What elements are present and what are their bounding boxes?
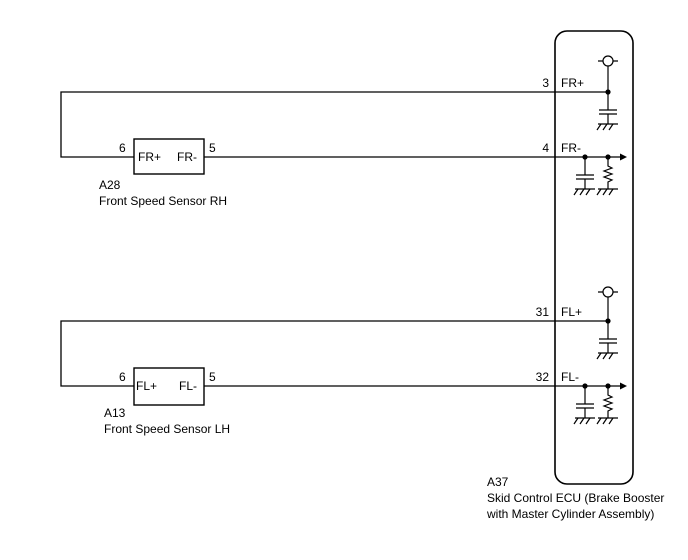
ecu-filter-fr-minus — [573, 154, 618, 196]
sensor-rh-name: Front Speed Sensor RH — [99, 194, 227, 208]
ecu-filter-fl-minus — [573, 383, 618, 425]
sensor-lh-term-left: FL+ — [136, 379, 157, 393]
sensor-rh-pin-right: 5 — [209, 141, 216, 155]
sensor-rh-term-left: FR+ — [138, 150, 161, 164]
sensor-lh-name: Front Speed Sensor LH — [104, 422, 230, 436]
sensor-lh-term-right: FL- — [179, 379, 197, 393]
ecu-pin-num: 31 — [536, 305, 550, 319]
sensor-lh-pin-left: 6 — [119, 370, 126, 384]
arrow-icon — [620, 153, 627, 161]
ecu-pin-term: FL+ — [561, 305, 582, 319]
wire-fr-plus — [60, 91, 608, 158]
ecu-supply-fl-plus — [596, 286, 618, 360]
ecu-box — [554, 30, 634, 485]
wire-fl-plus — [60, 320, 608, 387]
ecu-pin-term: FR+ — [561, 76, 584, 90]
sensor-rh-term-right: FR- — [177, 150, 197, 164]
ecu-pin-num: 32 — [536, 370, 550, 384]
ecu-supply-fr-plus — [596, 55, 618, 131]
sensor-rh-code: A28 — [99, 178, 121, 192]
ecu-name-line1: Skid Control ECU (Brake Booster — [487, 491, 664, 505]
sensor-lh-box — [133, 367, 205, 406]
sensor-lh-pin-right: 5 — [209, 370, 216, 384]
ecu-code: A37 — [487, 475, 509, 489]
ecu-pin-num: 4 — [542, 141, 549, 155]
ecu-pin-term: FL- — [561, 370, 579, 384]
sensor-rh-box — [133, 138, 205, 175]
arrow-icon — [620, 382, 627, 390]
sensor-rh-pin-left: 6 — [119, 141, 126, 155]
ecu-name-line2: with Master Cylinder Assembly) — [486, 507, 654, 521]
ecu-pin-num: 3 — [542, 76, 549, 90]
ecu-pin-term: FR- — [561, 141, 581, 155]
sensor-lh-code: A13 — [104, 406, 126, 420]
